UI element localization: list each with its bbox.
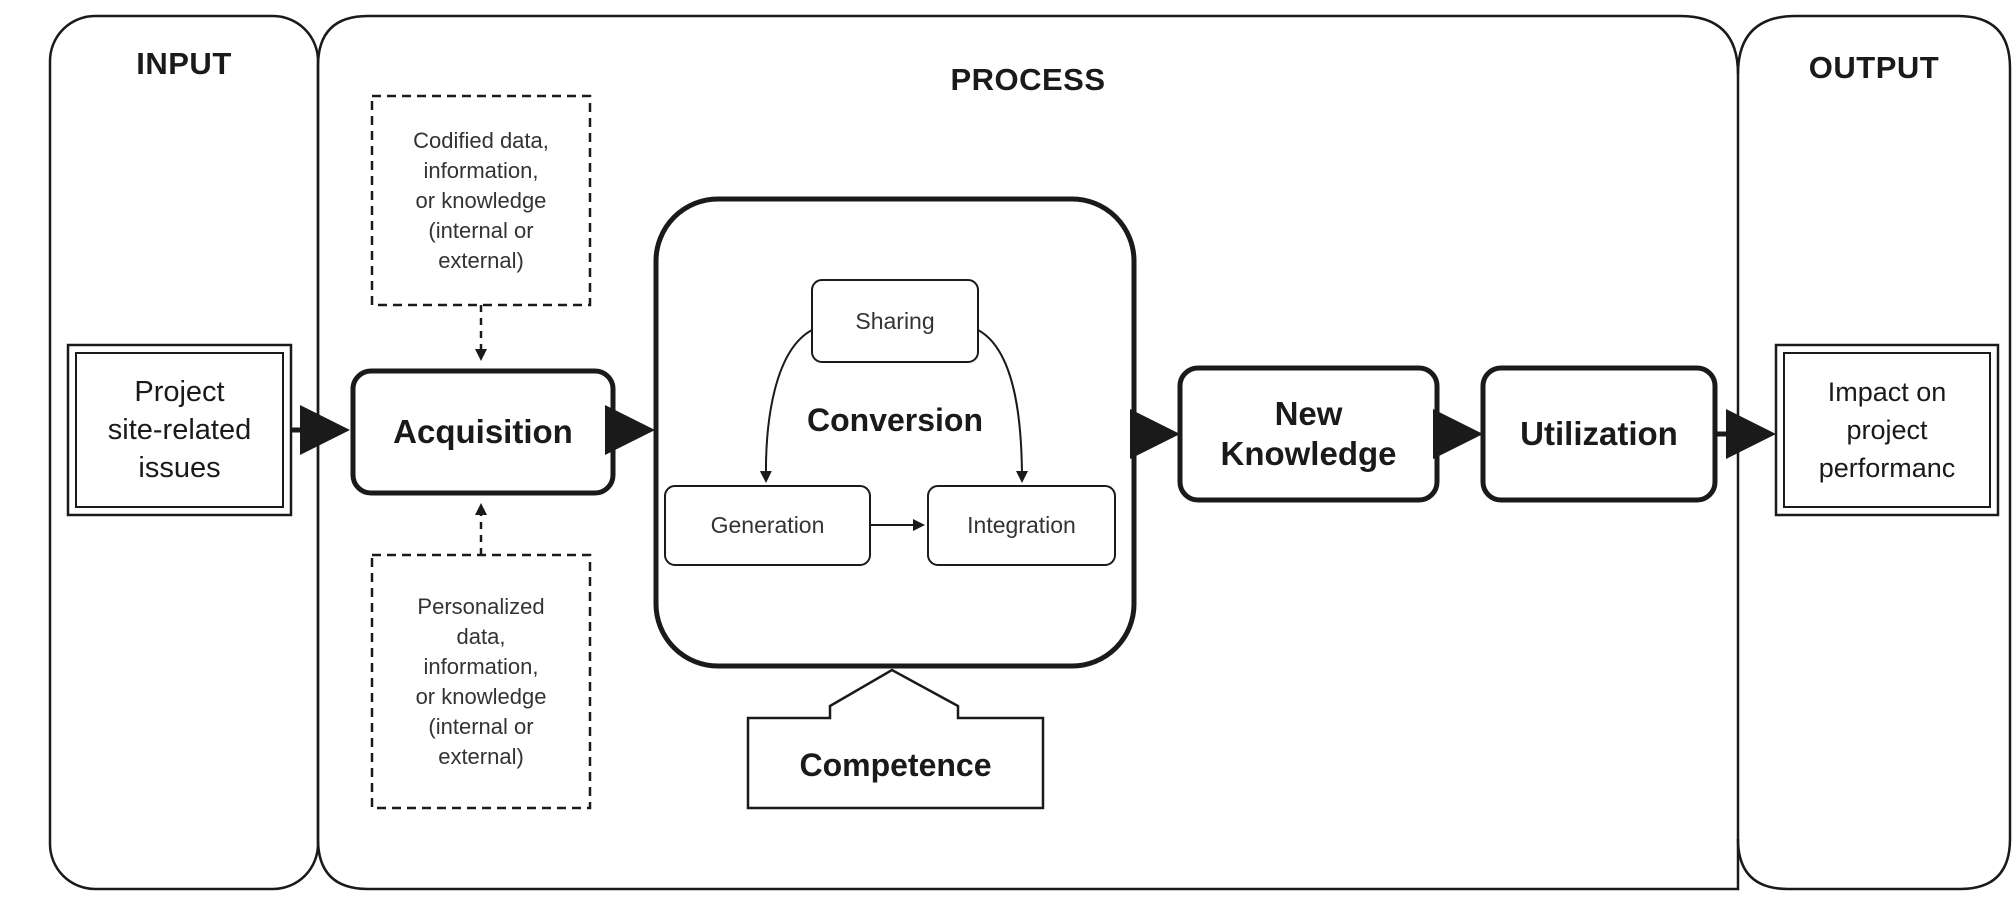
output-box-outer [1774,343,2000,517]
input-label: Project site-related issues [107,376,252,484]
output-title: OUTPUT [1808,50,1940,85]
integration-label: Integration [967,512,1076,538]
codified-box [370,94,592,307]
input-box-inner [75,352,284,508]
competence-label: Competence [799,747,992,783]
output-label: Impact on project performanc [1818,377,1956,483]
process-title: PROCESS [950,62,1106,97]
conversion-label: Conversion [806,402,984,438]
output-panel [1736,14,2012,891]
sharing-label: Sharing [855,307,935,334]
process-panel [316,14,1740,891]
sharing-to-integration-arrow [977,329,1028,483]
integration-box [927,485,1116,566]
output-box-inner [1783,352,1991,508]
new-knowledge-label: New Knowledge [1220,395,1397,472]
competence-block-arrow [746,668,1045,810]
personalized-label: Personalized data, information, or knowl… [415,593,547,769]
utilization-label: Utilization [1520,415,1678,452]
generation-label: Generation [710,512,825,538]
acquisition-label: Acquisition [393,413,573,450]
sharing-to-generation-arrow [759,329,813,483]
sharing-box [811,279,979,363]
codified-label: Codified data, information, or knowledge… [413,127,549,273]
input-title: INPUT [136,46,232,81]
